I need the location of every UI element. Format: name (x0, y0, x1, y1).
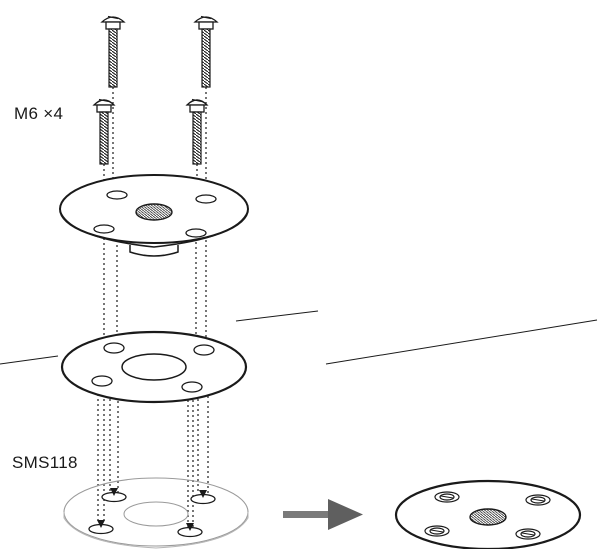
screw-quantity-label: M6 ×4 (14, 104, 64, 123)
screw-head-icon (525, 494, 551, 506)
screw-icon (92, 98, 116, 165)
screw-head-icon (424, 525, 450, 537)
surface-line-left (0, 310, 319, 365)
model-label: SMS118 (12, 453, 78, 472)
base-cutout (63, 477, 249, 549)
screw-icon (100, 15, 126, 88)
assembled-plate (394, 479, 582, 549)
screw-icon (185, 98, 209, 165)
screw-head-icon (515, 528, 541, 540)
alignment-guides (97, 87, 209, 527)
screw-icon (193, 15, 219, 88)
arrow-right-icon (283, 499, 363, 530)
surface-line-right (325, 319, 598, 365)
gasket-ring (60, 330, 248, 404)
mounting-plate (59, 174, 249, 257)
screw-head-icon (434, 491, 460, 503)
